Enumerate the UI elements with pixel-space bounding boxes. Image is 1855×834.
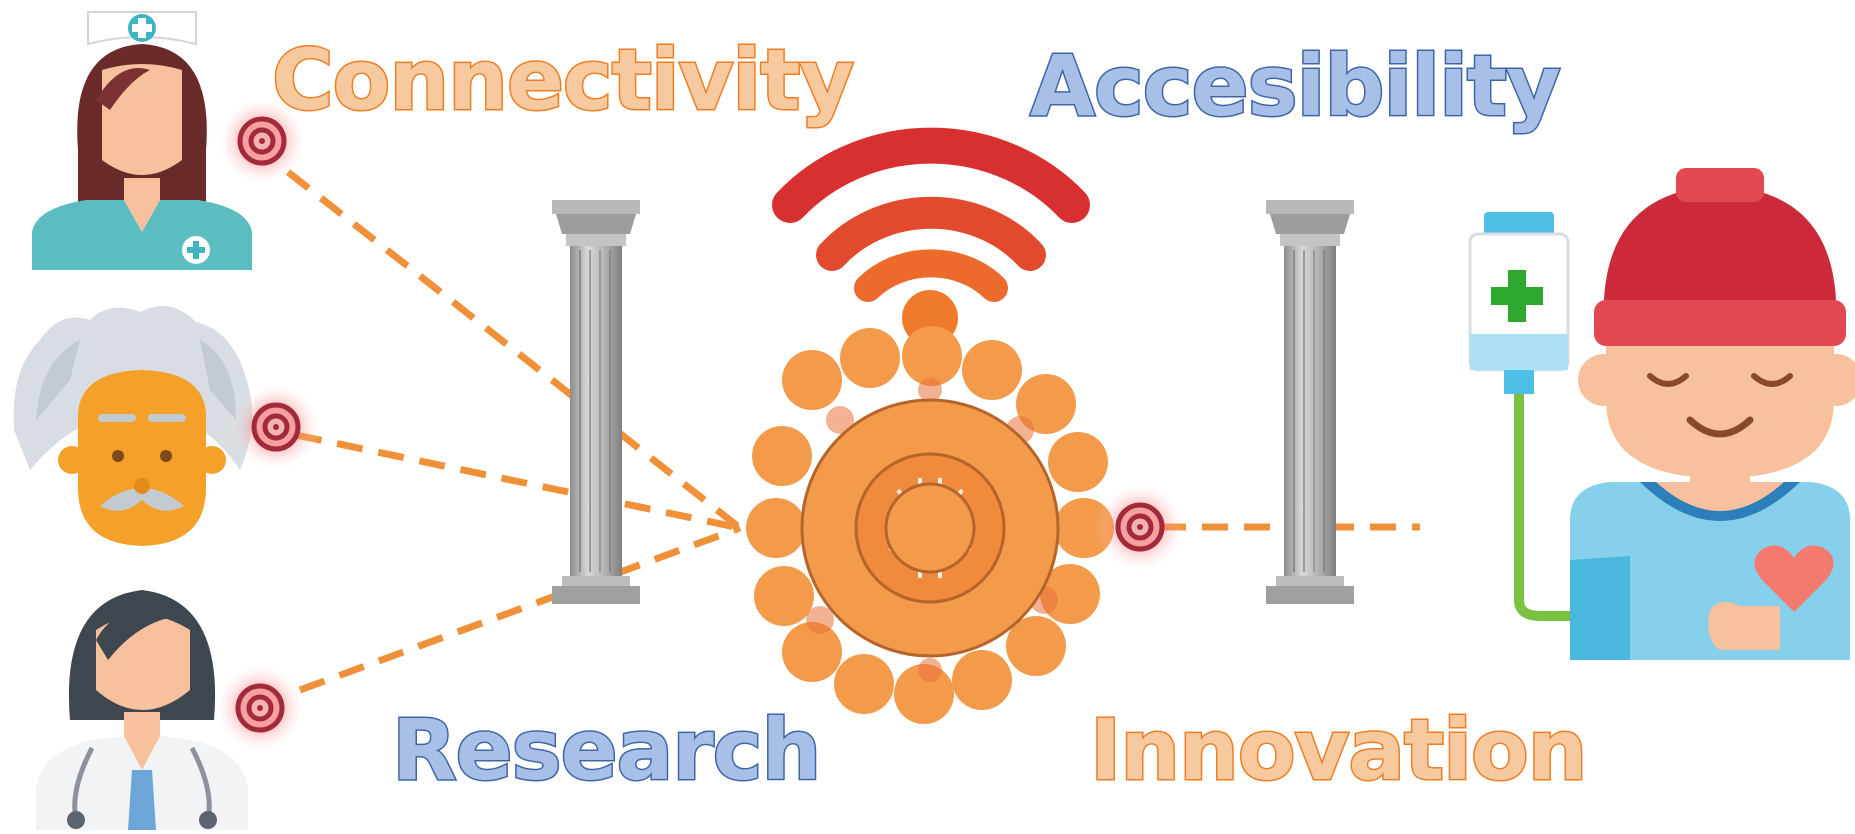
nurse-icon <box>32 11 252 270</box>
label-innovation: Innovation <box>1088 701 1588 799</box>
node-doctor <box>214 662 306 754</box>
right-column-icon <box>1265 199 1355 605</box>
scientist-icon <box>13 305 253 546</box>
connector-scientist <box>295 431 741 532</box>
node-scientist <box>230 381 322 473</box>
node-patient <box>1094 481 1186 573</box>
left-column-icon <box>551 199 641 605</box>
label-research: Research <box>390 701 822 799</box>
label-accessibility: Accesibility <box>1029 37 1563 135</box>
wifi-signal-icon <box>772 127 1090 346</box>
label-connectivity: Connectivity <box>270 31 855 129</box>
doctor-icon <box>36 590 248 830</box>
connector-doctor <box>298 524 742 694</box>
iv-drip-bag-icon <box>1468 212 1580 621</box>
heart-icon <box>1754 545 1834 612</box>
connector-nurse <box>285 169 743 531</box>
patient-icon <box>1468 168 1855 660</box>
network-hub-icon <box>746 326 1114 724</box>
